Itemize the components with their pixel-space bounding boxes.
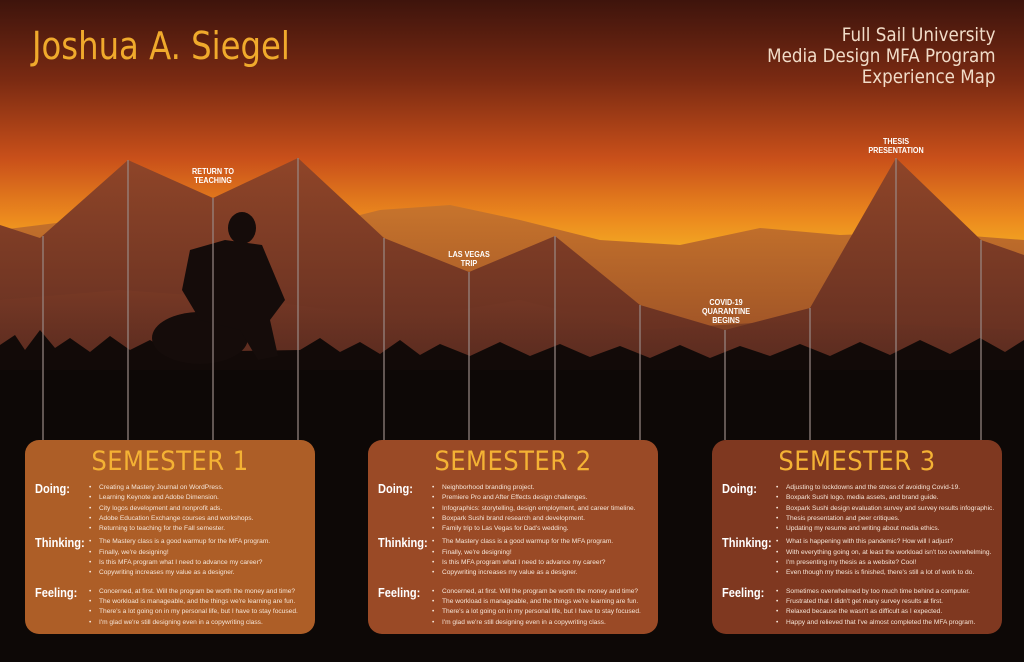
feeling-list: Sometimes overwhelmed by too much time b… <box>768 587 1002 628</box>
list-item: There's a lot going on in my personal li… <box>89 607 315 618</box>
list-item: Thesis presentation and peer critiques. <box>776 514 1002 525</box>
milestone-thesis-presentation: THESIS PRESENTATION <box>856 137 937 155</box>
feeling-label: Feeling: <box>722 584 765 600</box>
milestone-label: PRESENTATION <box>868 146 924 155</box>
doing-section: Doing: Neighborhood branding project.Prem… <box>368 481 658 535</box>
list-item: Boxpark Sushi logo, media assets, and br… <box>776 493 1002 504</box>
list-item: Neighborhood branding project. <box>432 483 658 494</box>
list-item: Updating my resume and writing about med… <box>776 524 1002 535</box>
feeling-label: Feeling: <box>378 584 421 600</box>
doing-label: Doing: <box>35 481 70 496</box>
feeling-list: Concerned, at first. Will the program be… <box>424 587 658 628</box>
feeling-section: Feeling: Sometimes overwhelmed by too muc… <box>712 584 1002 628</box>
thinking-label: Thinking: <box>378 535 428 551</box>
list-item: Is this MFA program what I need to advan… <box>89 558 315 569</box>
thinking-section: Thinking: The Mastery class is a good war… <box>25 535 315 578</box>
person-silhouette <box>152 212 285 364</box>
list-item: Happy and relieved that I've almost comp… <box>776 618 1002 629</box>
list-item: Creating a Mastery Journal on WordPress. <box>89 483 315 494</box>
list-item: What is happening with this pandemic? Ho… <box>776 537 1002 548</box>
milestone-label: BEGINS <box>712 316 740 325</box>
milestone-las-vegas-trip: LAS VEGAS TRIP <box>429 250 510 268</box>
semester-title: SEMESTER 3 <box>778 446 936 477</box>
semester-1-card: SEMESTER 1 Doing: Creating a Mastery Journ… <box>25 440 315 634</box>
list-item: Infographics: storytelling, design emplo… <box>432 504 658 515</box>
doing-list: Neighborhood branding project.Premiere P… <box>424 483 658 535</box>
feeling-label: Feeling: <box>35 584 78 600</box>
thinking-list: What is happening with this pandemic? Ho… <box>768 537 1002 578</box>
list-item: With everything going on, at least the w… <box>776 548 1002 559</box>
feeling-section: Feeling: Concerned, at first. Will the pr… <box>25 584 315 628</box>
doing-section: Doing: Adjusting to lockdowns and the str… <box>712 481 1002 535</box>
doing-section: Doing: Creating a Mastery Journal on Word… <box>25 481 315 535</box>
timeline-connector-lines <box>42 158 982 440</box>
thinking-label: Thinking: <box>35 535 85 551</box>
list-item: Finally, we're designing! <box>432 548 658 559</box>
milestone-covid-quarantine: COVID-19 QUARANTINE BEGINS <box>686 298 767 325</box>
milestone-label: LAS VEGAS <box>448 250 490 259</box>
thinking-label: Thinking: <box>722 535 772 551</box>
doing-list: Creating a Mastery Journal on WordPress.… <box>81 483 315 535</box>
list-item: Finally, we're designing! <box>89 548 315 559</box>
milestone-label: COVID-19 <box>709 298 743 307</box>
list-item: Boxpark Sushi brand research and develop… <box>432 514 658 525</box>
list-item: Boxpark Sushi design evaluation survey a… <box>776 504 1002 515</box>
milestone-label: TEACHING <box>194 176 232 185</box>
feeling-section: Feeling: Concerned, at first. Will the pr… <box>368 584 658 628</box>
thinking-section: Thinking: What is happening with this pan… <box>712 535 1002 578</box>
list-item: Premiere Pro and After Effects design ch… <box>432 493 658 504</box>
thinking-section: Thinking: The Mastery class is a good war… <box>368 535 658 578</box>
author-name: Joshua A. Siegel <box>32 24 290 68</box>
list-item: I'm presenting my thesis as a website? C… <box>776 558 1002 569</box>
list-item: Learning Keynote and Adobe Dimension. <box>89 493 315 504</box>
list-item: Adobe Education Exchange courses and wor… <box>89 514 315 525</box>
program-title: Full Sail University Media Design MFA Pr… <box>768 25 996 88</box>
milestone-label: RETURN TO <box>192 167 234 176</box>
list-item: The Mastery class is a good warmup for t… <box>432 537 658 548</box>
list-item: Family trip to Las Vegas for Dad's weddi… <box>432 524 658 535</box>
list-item: Is this MFA program what I need to advan… <box>432 558 658 569</box>
list-item: The workload is manageable, and the thin… <box>432 597 658 608</box>
program-name: Media Design MFA Program <box>767 45 996 67</box>
feeling-list: Concerned, at first. Will the program be… <box>81 587 315 628</box>
list-item: Concerned, at first. Will the program be… <box>89 587 315 598</box>
semester-title: SEMESTER 2 <box>434 446 592 477</box>
semester-2-card: SEMESTER 2 Doing: Neighborhood branding pr… <box>368 440 658 634</box>
list-item: There's a lot going on in my personal li… <box>432 607 658 618</box>
list-item: Returning to teaching for the Fall semes… <box>89 524 315 535</box>
list-item: City logos development and nonprofit ads… <box>89 504 315 515</box>
milestone-label: TRIP <box>460 259 478 268</box>
list-item: I'm glad we're still designing even in a… <box>89 618 315 629</box>
milestone-return-to-teaching: RETURN TO TEACHING <box>173 167 254 185</box>
list-item: Adjusting to lockdowns and the stress of… <box>776 483 1002 494</box>
list-item: Sometimes overwhelmed by too much time b… <box>776 587 1002 598</box>
map-title: Experience Map <box>862 66 996 88</box>
doing-list: Adjusting to lockdowns and the stress of… <box>768 483 1002 535</box>
list-item: The workload is manageable, and the thin… <box>89 597 315 608</box>
list-item: Copywriting increases my value as a desi… <box>432 568 658 579</box>
semester-title: SEMESTER 1 <box>91 446 249 477</box>
thinking-list: The Mastery class is a good warmup for t… <box>424 537 658 578</box>
semester-3-card: SEMESTER 3 Doing: Adjusting to lockdowns a… <box>712 440 1002 634</box>
list-item: Even though my thesis is finished, there… <box>776 568 1002 579</box>
doing-label: Doing: <box>722 481 757 496</box>
milestone-label: THESIS <box>882 137 910 146</box>
list-item: Frustrated that I didn't get many survey… <box>776 597 1002 608</box>
list-item: Relaxed because the wasn't as difficult … <box>776 607 1002 618</box>
list-item: Concerned, at first. Will the program be… <box>432 587 658 598</box>
university-name: Full Sail University <box>842 24 996 46</box>
thinking-list: The Mastery class is a good warmup for t… <box>81 537 315 578</box>
list-item: Copywriting increases my value as a desi… <box>89 568 315 579</box>
doing-label: Doing: <box>378 481 413 496</box>
list-item: I'm glad we're still designing even in a… <box>432 618 658 629</box>
list-item: The Mastery class is a good warmup for t… <box>89 537 315 548</box>
milestone-label: QUARANTINE <box>701 307 751 316</box>
